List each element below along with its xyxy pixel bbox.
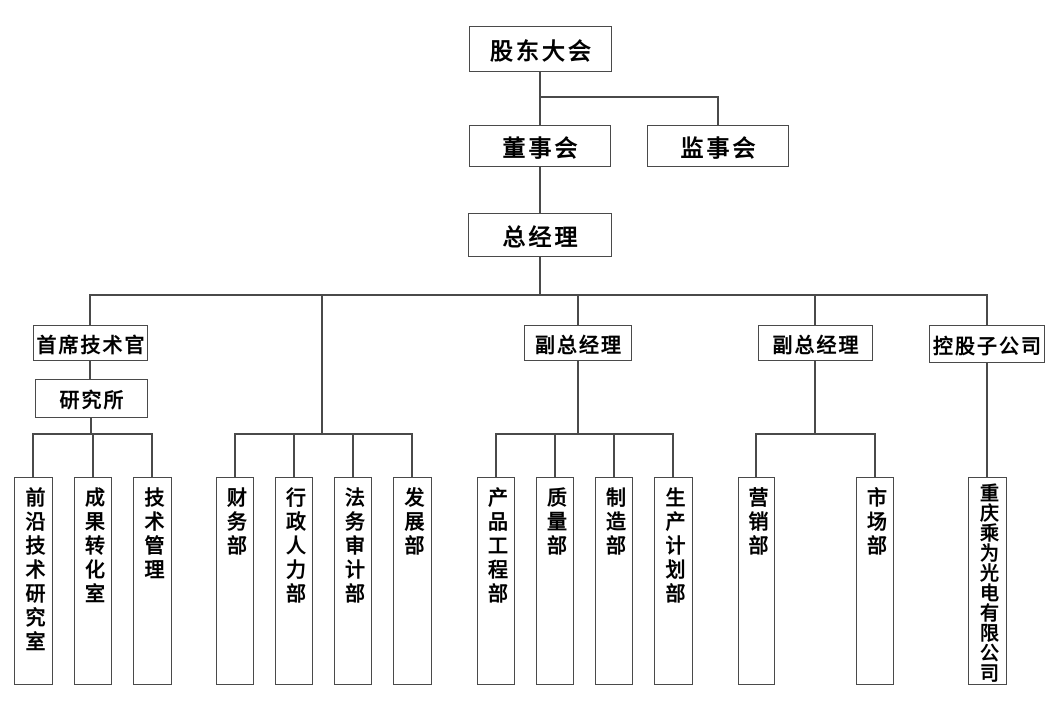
connector-deputy1-down xyxy=(577,361,579,434)
node-label: 控股子公司 xyxy=(933,335,1043,358)
node-label: 副总经理 xyxy=(535,334,623,357)
connector-to-sales xyxy=(755,433,757,478)
node-achievement-transformation-office: 成果转化室 xyxy=(74,477,112,685)
node-label: 生产计划部 xyxy=(662,487,684,607)
connector-to-manufacturing xyxy=(613,433,615,478)
connector-to-tech-management xyxy=(151,433,153,478)
node-sales-dept: 营销部 xyxy=(738,477,775,685)
connector-institute-down xyxy=(90,418,92,435)
node-label: 前沿技术研究室 xyxy=(22,487,44,655)
connector-to-board xyxy=(539,96,541,126)
connector-to-market xyxy=(874,433,876,478)
connector-to-quality xyxy=(554,433,556,478)
node-board-of-directors: 董事会 xyxy=(469,125,611,167)
node-tech-management: 技术管理 xyxy=(133,477,172,685)
node-deputy-gm-marketing: 副总经理 xyxy=(758,325,873,361)
node-label: 成果转化室 xyxy=(81,487,104,607)
node-market-dept: 市场部 xyxy=(856,477,894,685)
connector-to-frontier-office xyxy=(32,433,34,478)
connector-bus-marketing xyxy=(755,433,876,435)
node-label: 营销部 xyxy=(745,487,767,559)
connector-cto-to-institute xyxy=(89,361,91,380)
node-label: 监事会 xyxy=(680,135,759,161)
connector-bus-level2 xyxy=(539,96,719,98)
connector-to-functional-group xyxy=(321,294,323,435)
node-general-manager: 总经理 xyxy=(468,213,612,257)
node-label: 研究所 xyxy=(59,390,126,412)
connector-gm-down xyxy=(539,257,541,296)
node-holding-subsidiary: 控股子公司 xyxy=(929,325,1045,363)
node-label: 制造部 xyxy=(602,487,625,559)
connector-holding-to-subsidiary xyxy=(986,362,988,478)
node-label: 法务审计部 xyxy=(341,487,364,607)
connector-shareholders-down xyxy=(539,72,541,97)
node-admin-hr-dept: 行政人力部 xyxy=(275,477,313,685)
node-label: 发展部 xyxy=(401,487,423,559)
node-legal-audit-dept: 法务审计部 xyxy=(334,477,372,685)
node-label: 总经理 xyxy=(502,224,581,250)
connector-to-transformation-office xyxy=(92,433,94,478)
node-label: 重庆乘为光电有限公司 xyxy=(977,483,998,683)
connector-to-cto xyxy=(89,294,91,326)
node-label: 产品工程部 xyxy=(484,487,507,607)
connector-main-bus xyxy=(89,294,988,296)
connector-to-deputy-gm-2 xyxy=(814,294,816,326)
node-product-engineering-dept: 产品工程部 xyxy=(477,477,515,685)
node-frontier-tech-research-office: 前沿技术研究室 xyxy=(14,477,53,685)
node-label: 董事会 xyxy=(502,135,581,161)
node-label: 市场部 xyxy=(863,487,886,559)
connector-to-supervisory xyxy=(717,96,719,126)
node-production-planning-dept: 生产计划部 xyxy=(654,477,693,685)
connector-board-to-gm xyxy=(539,167,541,214)
node-manufacturing-dept: 制造部 xyxy=(595,477,633,685)
node-subsidiary-company: 重庆乘为光电有限公司 xyxy=(968,477,1007,685)
node-label: 财务部 xyxy=(223,487,246,559)
node-label: 股东大会 xyxy=(490,38,594,64)
node-label: 首席技术官 xyxy=(36,334,147,357)
node-research-institute: 研究所 xyxy=(35,379,148,418)
node-cto: 首席技术官 xyxy=(33,325,148,361)
connector-to-admin-hr xyxy=(293,433,295,478)
node-finance-dept: 财务部 xyxy=(216,477,254,685)
connector-to-legal-audit xyxy=(352,433,354,478)
connector-deputy2-down xyxy=(814,361,816,434)
connector-to-deputy-gm-1 xyxy=(577,294,579,326)
node-label: 技术管理 xyxy=(141,487,163,583)
connector-to-development xyxy=(411,433,413,478)
connector-to-product-engineering xyxy=(495,433,497,478)
connector-to-production-planning xyxy=(672,433,674,478)
node-quality-dept: 质量部 xyxy=(536,477,574,685)
node-supervisory-board: 监事会 xyxy=(647,125,789,167)
connector-bus-functional xyxy=(234,433,413,435)
connector-bus-production xyxy=(495,433,674,435)
node-deputy-gm-production: 副总经理 xyxy=(524,325,632,361)
node-label: 行政人力部 xyxy=(282,487,305,607)
connector-to-holding xyxy=(986,294,988,326)
node-label: 副总经理 xyxy=(772,334,861,357)
node-shareholders-meeting: 股东大会 xyxy=(469,26,612,72)
node-label: 质量部 xyxy=(543,487,566,559)
node-development-dept: 发展部 xyxy=(393,477,432,685)
connector-to-finance xyxy=(234,433,236,478)
